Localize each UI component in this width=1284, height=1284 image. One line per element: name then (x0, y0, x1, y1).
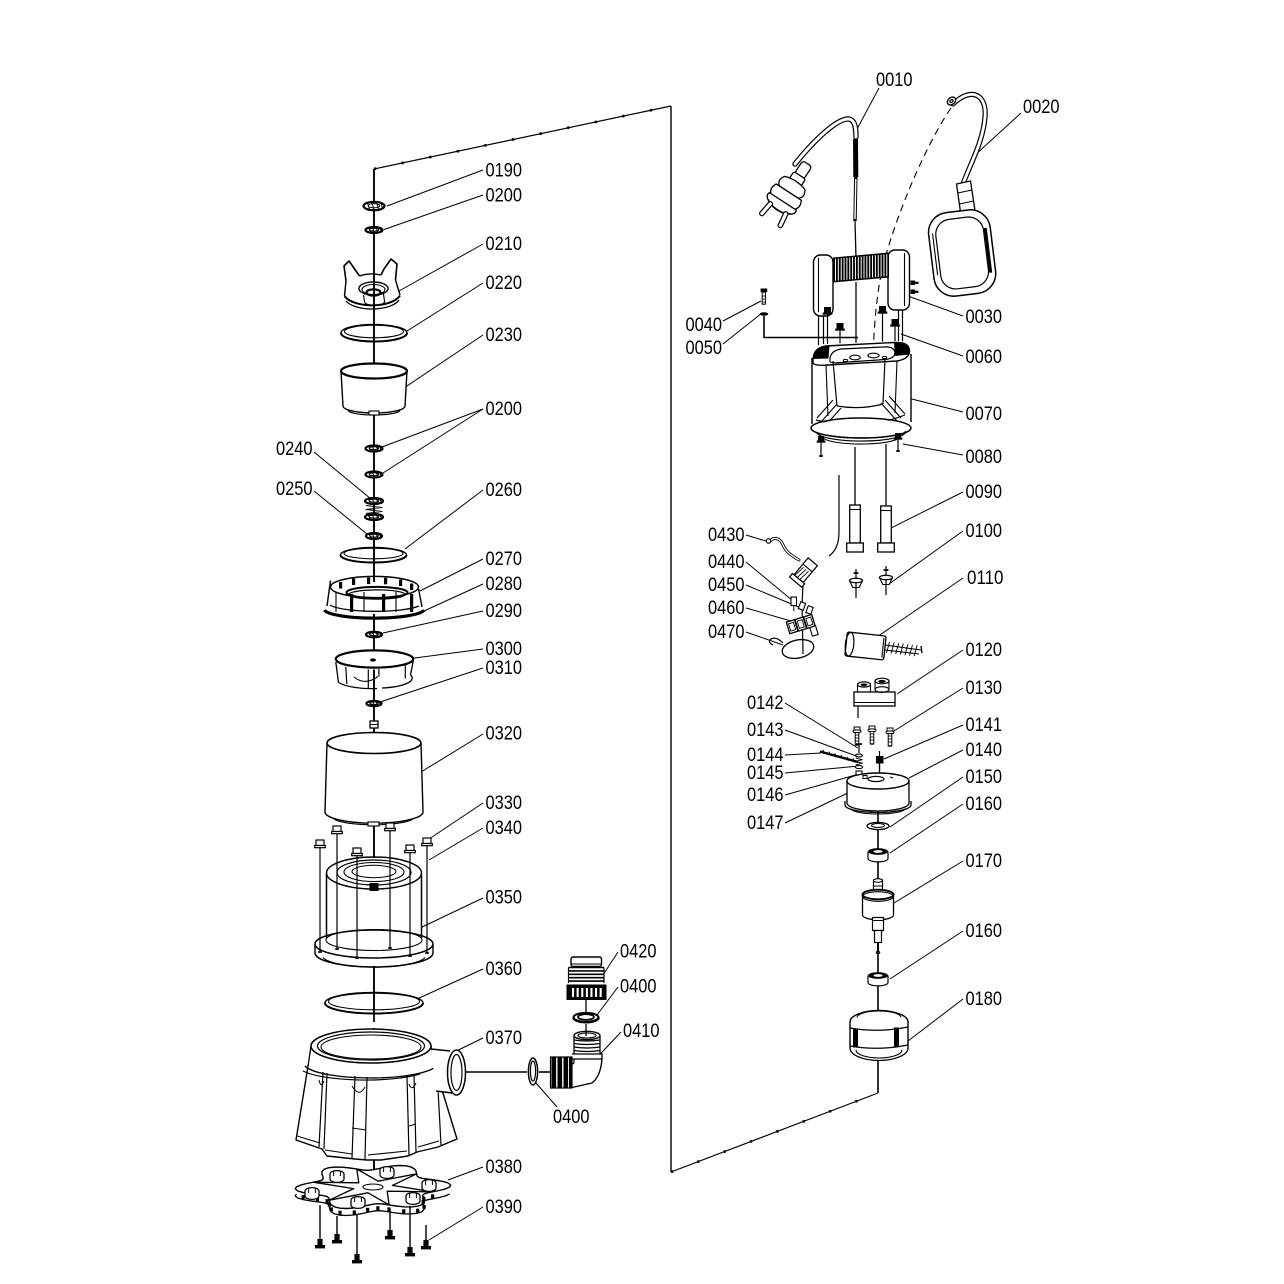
svg-text:0250: 0250 (276, 478, 313, 500)
svg-text:0320: 0320 (486, 723, 523, 745)
svg-text:0020: 0020 (1023, 96, 1060, 118)
svg-text:0144: 0144 (747, 744, 784, 766)
svg-text:0400: 0400 (553, 1106, 590, 1128)
svg-text:0460: 0460 (708, 597, 745, 619)
svg-text:0440: 0440 (708, 551, 745, 573)
svg-text:0200: 0200 (486, 185, 523, 207)
svg-text:0142: 0142 (747, 692, 784, 714)
svg-text:0070: 0070 (966, 403, 1003, 425)
svg-text:0110: 0110 (967, 567, 1004, 589)
svg-text:0160: 0160 (966, 793, 1003, 815)
svg-text:0180: 0180 (966, 988, 1003, 1010)
svg-text:0220: 0220 (486, 272, 523, 294)
svg-text:0300: 0300 (486, 638, 523, 660)
svg-text:0190: 0190 (486, 160, 523, 182)
svg-text:0350: 0350 (486, 887, 523, 909)
svg-text:0290: 0290 (486, 600, 523, 622)
svg-text:0310: 0310 (486, 657, 523, 679)
svg-text:0050: 0050 (686, 337, 723, 359)
svg-text:0410: 0410 (623, 1020, 660, 1042)
svg-text:0143: 0143 (747, 719, 784, 741)
svg-text:0010: 0010 (876, 69, 913, 91)
svg-text:0090: 0090 (966, 481, 1003, 503)
svg-text:0230: 0230 (486, 324, 523, 346)
svg-text:0145: 0145 (747, 762, 784, 784)
svg-text:0100: 0100 (966, 520, 1003, 542)
svg-text:0146: 0146 (747, 784, 784, 806)
svg-text:0430: 0430 (708, 524, 745, 546)
svg-text:0450: 0450 (708, 574, 745, 596)
svg-text:0160: 0160 (966, 920, 1003, 942)
svg-text:0170: 0170 (966, 850, 1003, 872)
svg-text:0147: 0147 (747, 812, 784, 834)
svg-text:0420: 0420 (620, 941, 657, 963)
svg-text:0270: 0270 (486, 548, 523, 570)
svg-text:0140: 0140 (966, 739, 1003, 761)
svg-text:0360: 0360 (486, 958, 523, 980)
svg-text:0470: 0470 (708, 621, 745, 643)
svg-text:0330: 0330 (486, 792, 523, 814)
svg-text:0040: 0040 (686, 314, 723, 336)
svg-text:0260: 0260 (486, 479, 523, 501)
svg-text:0370: 0370 (486, 1027, 523, 1049)
svg-text:0240: 0240 (276, 438, 313, 460)
svg-text:0130: 0130 (966, 677, 1003, 699)
svg-text:0200: 0200 (486, 398, 523, 420)
svg-text:0210: 0210 (486, 233, 523, 255)
svg-text:0030: 0030 (966, 306, 1003, 328)
svg-text:0390: 0390 (486, 1196, 523, 1218)
svg-text:0380: 0380 (486, 1156, 523, 1178)
svg-text:0141: 0141 (966, 714, 1003, 736)
svg-text:0120: 0120 (966, 639, 1003, 661)
svg-text:0280: 0280 (486, 573, 523, 595)
svg-text:0060: 0060 (966, 346, 1003, 368)
svg-text:0080: 0080 (966, 446, 1003, 468)
svg-text:0340: 0340 (486, 817, 523, 839)
svg-text:0150: 0150 (966, 766, 1003, 788)
svg-text:0400: 0400 (620, 976, 657, 998)
